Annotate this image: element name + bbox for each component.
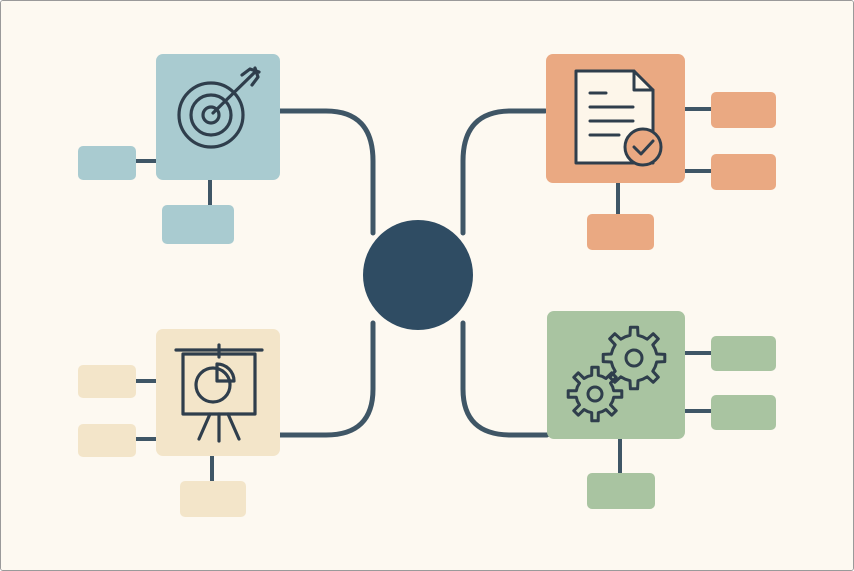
target-icon	[177, 66, 261, 149]
leaf-presentation-1	[78, 365, 136, 398]
leaf-documents-3	[587, 214, 654, 250]
connector-goals	[276, 108, 376, 236]
leaf-process-3	[587, 473, 655, 509]
leaf-presentation-3	[180, 481, 246, 517]
gear-small-icon	[566, 365, 624, 423]
document-check-icon	[574, 69, 663, 167]
leaf-goals-2	[162, 205, 234, 244]
connector-presentation	[276, 320, 376, 438]
connectors	[276, 108, 550, 438]
branch-presentation-box	[156, 329, 280, 456]
leaf-documents-2	[711, 154, 776, 190]
leaf-process-2	[711, 395, 776, 430]
gear-large-icon	[601, 325, 667, 391]
connector-process	[460, 320, 550, 438]
center-node	[363, 220, 473, 330]
leaf-connectors	[135, 107, 711, 481]
connector-documents	[460, 108, 548, 236]
leaf-documents-1	[711, 92, 776, 128]
presentation-pie-chart-icon	[174, 343, 264, 443]
leaf-goals-1	[78, 146, 136, 180]
leaf-presentation-2	[78, 424, 136, 457]
leaf-process-1	[711, 336, 776, 371]
gears-icon	[566, 325, 667, 423]
